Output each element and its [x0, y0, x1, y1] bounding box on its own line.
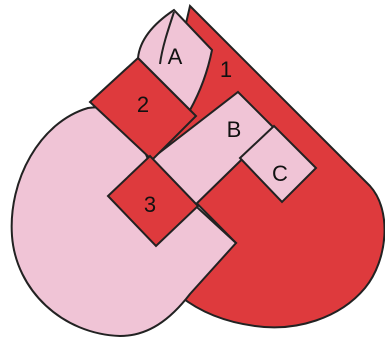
label-1: 1 — [220, 57, 232, 82]
pink-heart-lobe — [10, 106, 238, 338]
label-c: C — [272, 161, 288, 186]
square-2 — [88, 56, 198, 162]
label-2: 2 — [137, 92, 149, 117]
label-3: 3 — [144, 192, 156, 217]
tab-a — [136, 8, 214, 112]
square-3 — [106, 154, 200, 248]
square-c — [238, 124, 318, 204]
label-a: A — [168, 44, 183, 69]
label-b: B — [227, 117, 242, 142]
tab-a-inner-curve — [159, 11, 175, 65]
